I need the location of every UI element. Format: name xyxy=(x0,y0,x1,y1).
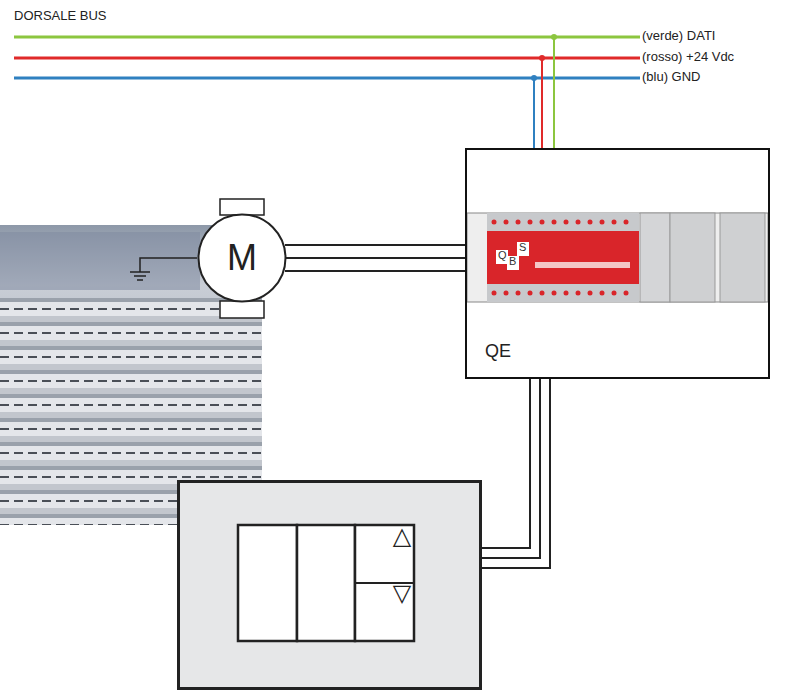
motor-circle: M xyxy=(197,213,287,303)
bus-power-line xyxy=(14,57,640,60)
panel-box: QE xyxy=(465,148,770,379)
node-text: ▽ xyxy=(374,580,430,606)
label-text: (rosso) +24 Vdc xyxy=(642,50,734,63)
bus-drop xyxy=(553,37,555,148)
diagram-title: DORSALE BUS xyxy=(14,8,106,23)
label-text: Q xyxy=(498,250,507,261)
wire-bundle xyxy=(285,245,465,271)
label-text: (blu) GND xyxy=(642,70,701,83)
bus-data-line xyxy=(14,36,640,39)
blank-module xyxy=(640,213,670,302)
label-text: B xyxy=(509,256,516,267)
bus-drop xyxy=(541,58,543,148)
switch-plate: △▽ xyxy=(177,480,482,690)
ground-wire xyxy=(140,258,197,272)
panel-ground xyxy=(466,149,769,377)
motor-bracket xyxy=(220,301,264,318)
node-text: QE xyxy=(485,342,511,362)
bus-gnd-line xyxy=(14,77,640,80)
wire-bundle xyxy=(482,379,550,568)
bus-module xyxy=(487,213,639,302)
label-text: (verde) DATI xyxy=(642,29,715,42)
blank-module xyxy=(670,213,715,302)
blank-module xyxy=(720,213,765,302)
node-text: M xyxy=(197,213,287,303)
bus-drop xyxy=(533,78,535,148)
motor-bracket xyxy=(220,199,264,215)
din-rail xyxy=(467,213,768,302)
switch-keys xyxy=(180,483,479,687)
node-text: △ xyxy=(374,523,430,549)
label-text: S xyxy=(519,242,526,253)
